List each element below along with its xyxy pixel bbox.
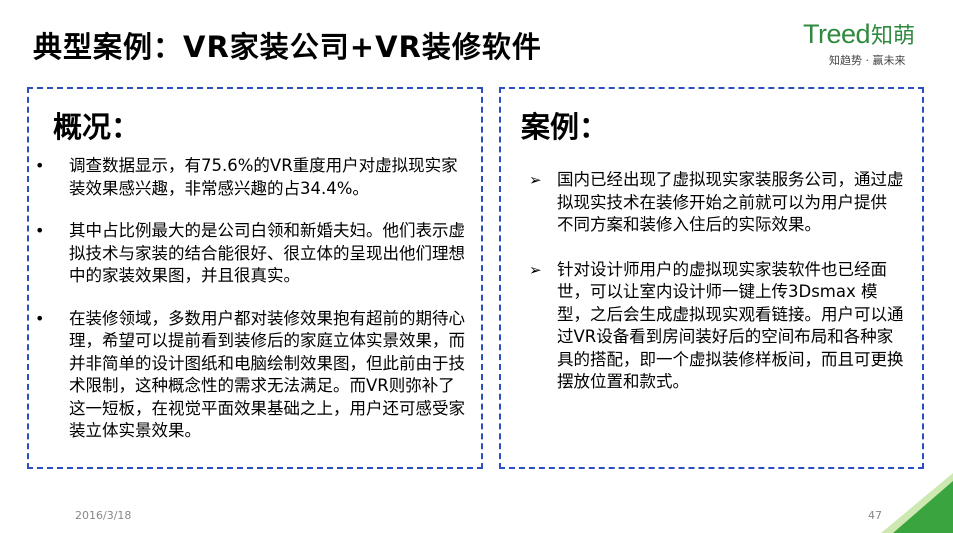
overview-heading: 概况： [53,110,141,144]
treed-logo: Treed 知萌 知趋势 · 赢未来 [803,18,923,70]
overview-item-text: 在装修领域，多数用户都对装修效果抱有超前的期待心理，希望可以提前看到装修后的家庭… [69,308,465,441]
logo-slogan: 知趋势 · 赢未来 [829,54,906,67]
overview-panel: 概况： • 调查数据显示，有75.6%的VR重度用户对虚拟现实家装效果感兴趣，非… [27,87,483,469]
arrow-bullet-icon: ➢ [529,171,542,189]
cases-list: ➢ 国内已经出现了虚拟现实家装服务公司，通过虚拟现实技术在装修开始之前就可以为用… [501,169,922,414]
cases-item-text: 国内已经出现了虚拟现实家装服务公司，通过虚拟现实技术在装修开始之前就可以为用户提… [557,170,904,234]
arrow-bullet-icon: ➢ [529,260,542,279]
cases-item-text: 针对设计师用户的虚拟现实家装软件也已经面世，可以让室内设计师一键上传3Dsmax… [557,259,904,392]
bullet-dot-icon: • [35,308,45,328]
footer-date: 2016/3/18 [75,509,132,522]
bullet-dot-icon: • [35,221,45,240]
bullet-dot-icon: • [35,156,45,175]
page-number: 47 [868,509,882,522]
list-item: ➢ 国内已经出现了虚拟现实家装服务公司，通过虚拟现实技术在装修开始之前就可以为用… [501,169,922,237]
cases-panel: 案例： ➢ 国内已经出现了虚拟现实家装服务公司，通过虚拟现实技术在装修开始之前就… [499,87,924,469]
list-item: • 调查数据显示，有75.6%的VR重度用户对虚拟现实家装效果感兴趣，非常感兴趣… [29,155,481,200]
logo-text: Treed [803,18,871,49]
slide-title: 典型案例：VR家装公司+VR装修软件 [33,30,542,64]
overview-list: • 调查数据显示，有75.6%的VR重度用户对虚拟现实家装效果感兴趣，非常感兴趣… [29,155,481,463]
list-item: • 在装修领域，多数用户都对装修效果抱有超前的期待心理，希望可以提前看到装修后的… [29,308,481,443]
corner-decoration [881,473,953,533]
list-item: • 其中占比例最大的是公司白领和新婚夫妇。他们表示虚拟技术与家装的结合能很好、很… [29,220,481,288]
overview-item-text: 其中占比例最大的是公司白领和新婚夫妇。他们表示虚拟技术与家装的结合能很好、很立体… [69,221,465,285]
cases-heading: 案例： [521,110,609,144]
list-item: ➢ 针对设计师用户的虚拟现实家装软件也已经面世，可以让室内设计师一键上传3Dsm… [501,259,922,394]
overview-item-text: 调查数据显示，有75.6%的VR重度用户对虚拟现实家装效果感兴趣，非常感兴趣的占… [69,156,458,198]
logo-text-cn: 知萌 [871,24,916,49]
